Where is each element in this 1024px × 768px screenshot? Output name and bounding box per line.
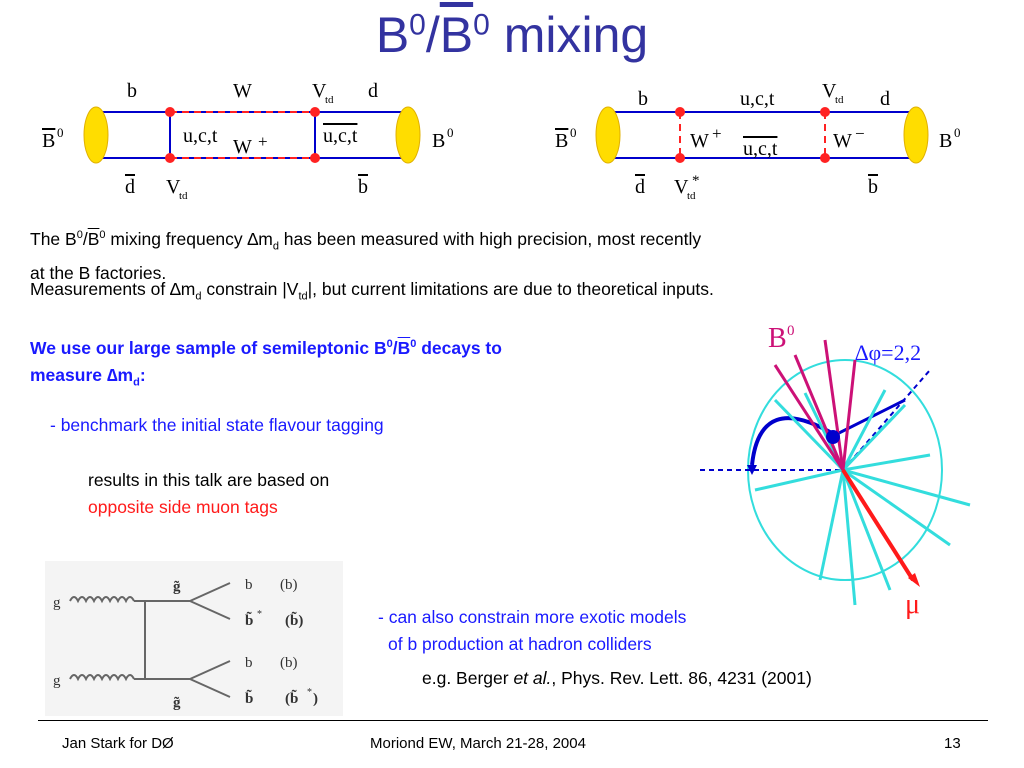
gluon-label: g — [53, 673, 61, 689]
b0-label: B — [768, 323, 787, 354]
svg-text:*: * — [257, 609, 262, 620]
label-v-sub: td — [325, 94, 334, 106]
paragraph-mixing-frequency: The B0/B0 mixing frequency ∆md has been … — [30, 228, 702, 284]
vertex — [675, 107, 685, 117]
label-v-bottom: V — [674, 176, 689, 198]
vertex — [310, 153, 320, 163]
label-v-bottom-sub: td — [179, 190, 188, 202]
box-diagram-right: b u,c,t V td d W + u,c,t W − d V td * b … — [555, 80, 961, 202]
label-v-bottom-sub: td — [687, 190, 696, 202]
label-b: b — [127, 80, 137, 102]
svg-text:0: 0 — [954, 125, 961, 140]
vertex — [165, 107, 175, 117]
svg-text:+: + — [712, 124, 722, 143]
feynman-diagram-sbottom: g g g̃ g̃ b (b) b̃ * (b̃) b (b) b̃ (b̃ *… — [53, 577, 318, 711]
exotic-line2: of b production at hadron colliders — [388, 634, 652, 654]
label-d: d — [880, 88, 890, 110]
svg-text:(b): (b) — [280, 577, 298, 593]
svg-text:(b̃): (b̃) — [285, 611, 303, 629]
label-bbar: b — [868, 176, 878, 198]
label-b: b — [638, 88, 648, 110]
label-uct: u,c,t — [740, 88, 775, 110]
svg-text:0: 0 — [447, 125, 454, 140]
meson-blob-right — [395, 106, 421, 164]
page-title: B0/B0 mixing — [375, 7, 649, 63]
label-uct: u,c,t — [183, 125, 218, 147]
citation: e.g. Berger et al., Phys. Rev. Lett. 86,… — [422, 668, 812, 688]
muon-arrowhead — [908, 573, 920, 587]
label-w-plus: W — [690, 130, 709, 152]
meson-blob-left — [595, 106, 621, 164]
gluon-line — [69, 596, 135, 604]
highlight-statement: We use our large sample of semileptonic … — [30, 337, 502, 389]
gluino-label: g̃ — [173, 579, 181, 595]
phi-arc-2 — [834, 398, 906, 437]
svg-text:0: 0 — [787, 323, 795, 339]
gluino-label: g̃ — [173, 695, 181, 711]
arrow-head — [747, 465, 757, 475]
feynman-box — [45, 561, 343, 716]
vertex — [820, 153, 830, 163]
secondary-vertex — [826, 430, 840, 444]
muon-label: μ — [905, 589, 920, 620]
label-dbar: d — [635, 176, 645, 198]
label-bbar: b — [358, 176, 368, 198]
label-v-bottom: V — [166, 176, 181, 198]
phi-arc — [750, 416, 837, 466]
delta-phi-label: ∆φ=2,2 — [855, 340, 921, 365]
gluon-label: g — [53, 595, 61, 611]
box-diagram-left: b W V td d u,c,t W + u,c,t d V td b B 0 … — [42, 80, 454, 202]
svg-text:(b): (b) — [280, 655, 298, 671]
footer-conference: Moriond EW, March 21-28, 2004 — [370, 735, 586, 752]
footer-divider — [38, 720, 988, 721]
meson-left-label: B — [42, 130, 55, 152]
svg-text:−: − — [855, 124, 865, 143]
svg-text:(b̃: (b̃ — [285, 689, 298, 707]
svg-text:): ) — [313, 691, 318, 707]
vertex — [310, 107, 320, 117]
event-display: B 0 ∆φ=2,2 μ — [700, 323, 971, 620]
meson-blob-left — [83, 106, 109, 164]
results-note: results in this talk are based on — [88, 470, 330, 490]
meson-blob-right — [903, 106, 929, 164]
svg-text:b: b — [245, 655, 253, 671]
muon-tags-note: opposite side muon tags — [88, 497, 278, 517]
svg-text:0: 0 — [57, 125, 64, 140]
bullet-benchmark: - benchmark the initial state flavour ta… — [50, 415, 384, 435]
svg-text:b: b — [245, 577, 253, 593]
vertex — [675, 153, 685, 163]
label-v-sub: td — [835, 94, 844, 106]
paragraph-constraint: Measurements of ∆md constrain |Vtd|, but… — [30, 279, 714, 303]
meson-right-label: B — [432, 130, 445, 152]
label-w-plus-sup: + — [258, 132, 268, 151]
footer-page-number: 13 — [944, 735, 961, 752]
exotic-line1: - can also constrain more exotic models — [378, 607, 687, 627]
label-w: W — [233, 80, 252, 102]
gluon-line — [69, 674, 135, 682]
meson-right-label: B — [939, 130, 952, 152]
svg-text:0: 0 — [570, 125, 577, 140]
svg-text:*: * — [692, 173, 700, 189]
label-v: V — [822, 80, 837, 102]
label-v: V — [312, 80, 327, 102]
label-d: d — [368, 80, 378, 102]
label-w-plus: W — [233, 136, 252, 158]
meson-left-label: B — [555, 130, 568, 152]
label-uct-bar: u,c,t — [323, 125, 358, 147]
vertex — [165, 153, 175, 163]
muon-track — [841, 468, 915, 582]
b0-tracks — [773, 339, 857, 471]
label-dbar: d — [125, 176, 135, 198]
label-uct-bar: u,c,t — [743, 138, 778, 160]
svg-text:b̃: b̃ — [245, 611, 253, 629]
svg-text:b̃: b̃ — [245, 689, 253, 707]
svg-text:*: * — [307, 687, 312, 698]
footer-author: Jan Stark for DØ — [62, 735, 174, 752]
vertex — [820, 107, 830, 117]
label-w-minus: W — [833, 130, 852, 152]
